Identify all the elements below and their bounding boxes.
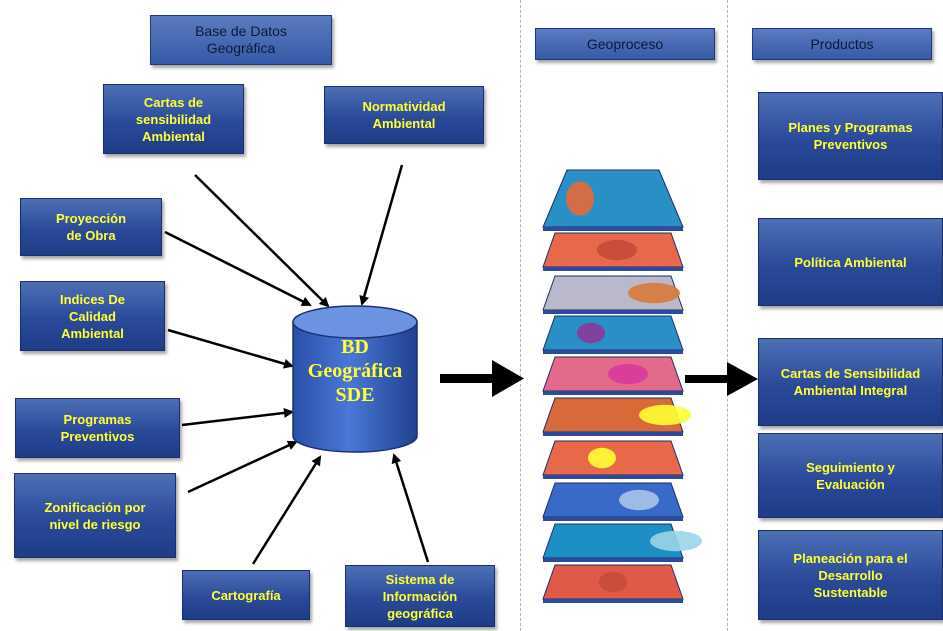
- arrow-cartas: [194, 174, 330, 308]
- input-indices-calidad: Indices De Calidad Ambiental: [20, 281, 165, 351]
- header-base-datos: Base de Datos Geográfica: [150, 15, 332, 65]
- map-layer: [542, 397, 691, 436]
- flow-arrows: [440, 360, 758, 397]
- arrow-sistema: [391, 453, 430, 563]
- product-planeacion: Planeación para el Desarrollo Sustentabl…: [758, 530, 943, 620]
- map-layer: [542, 275, 684, 314]
- map-layer: [542, 482, 684, 521]
- header-geoproceso: Geoproceso: [535, 28, 715, 60]
- product-politica-ambiental: Política Ambiental: [758, 218, 943, 306]
- map-layer: [542, 232, 684, 271]
- input-cartas-sensibilidad: Cartas de sensibilidad Ambiental: [103, 84, 244, 154]
- arrow-db-to-geoproceso-head: [492, 360, 524, 397]
- header-productos: Productos: [752, 28, 932, 60]
- arrow-normatividad: [359, 164, 404, 306]
- input-cartografia: Cartografía: [182, 570, 310, 620]
- input-programas-preventivos: Programas Preventivos: [15, 398, 180, 458]
- product-cartas-integral: Cartas de Sensibilidad Ambiental Integra…: [758, 338, 943, 426]
- map-layer: [542, 356, 684, 395]
- product-seguimiento: Seguimiento y Evaluación: [758, 433, 943, 518]
- divider-left-geoproceso: [520, 0, 521, 631]
- input-zonificacion: Zonificación por nivel de riesgo: [14, 473, 176, 558]
- map-layer: [542, 315, 684, 354]
- input-sistema-informacion: Sistema de Información geográfica: [345, 565, 495, 627]
- map-layer: [542, 523, 702, 562]
- divider-right-geoproceso: [727, 0, 728, 631]
- input-proyeccion-obra: Proyección de Obra: [20, 198, 162, 256]
- arrow-cartografia: [251, 455, 322, 565]
- arrow-indices: [167, 328, 294, 369]
- input-normatividad: Normatividad Ambiental: [324, 86, 484, 144]
- database-label: BD Geográfica SDE: [307, 336, 403, 406]
- product-planes-programas: Planes y Programas Preventivos: [758, 92, 943, 180]
- geoprocess-layer-stack: [542, 169, 702, 603]
- input-arrows: [164, 164, 430, 565]
- map-layer: [542, 440, 684, 479]
- arrow-geoproceso-to-productos-head: [727, 362, 758, 396]
- map-layer: [542, 169, 684, 231]
- arrow-db-to-geoproceso-shaft: [440, 374, 495, 383]
- arrow-geoproceso-to-productos-shaft: [685, 375, 730, 383]
- database-cylinder: [292, 305, 418, 453]
- map-layer: [542, 564, 684, 603]
- arrow-zonificacion: [187, 440, 298, 494]
- arrow-proyeccion: [164, 230, 312, 307]
- arrow-programas: [181, 407, 294, 427]
